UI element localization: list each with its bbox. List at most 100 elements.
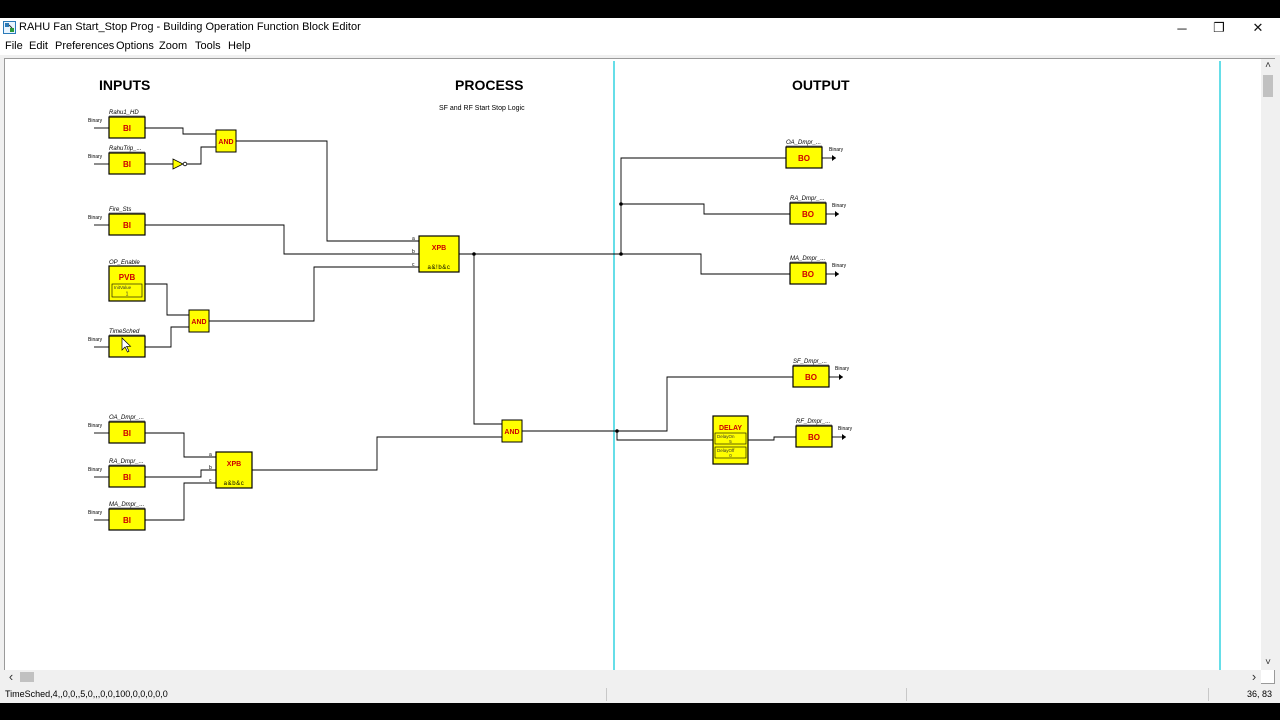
svg-text:Binary: Binary [835,366,850,372]
maximize-button[interactable]: ❐ [1213,20,1225,35]
status-pane-divider [606,688,907,701]
menu-edit[interactable]: Edit [29,40,48,52]
menu-bar: File Edit Preferences Options Zoom Tools… [0,38,1280,55]
process-heading: PROCESS [455,77,523,93]
svg-text:Binary: Binary [832,203,847,209]
bo-ra-dmpr-block[interactable]: RA_Dmpr_... BO Binary [789,196,847,225]
mouse-cursor-icon [121,337,132,353]
and-gate-1[interactable]: AND [215,129,237,153]
scroll-right-arrow-icon[interactable]: › [1251,669,1257,684]
svg-text:BO: BO [802,210,814,219]
bo-rf-dmpr-block[interactable]: RF_Dmpr_... BO Binary [795,419,853,448]
menu-help[interactable]: Help [228,40,251,52]
svg-text:Binary: Binary [829,147,844,153]
wire-junctions [472,202,623,433]
svg-text:b: b [412,249,415,255]
svg-text:RF_Dmpr_...: RF_Dmpr_... [796,419,830,425]
svg-text:MA_Dmpr_...: MA_Dmpr_... [790,256,825,262]
delay-block[interactable]: DELAY DelayOn 5 DelayOff 0 [712,415,749,465]
svg-text:SF_Dmpr_...: SF_Dmpr_... [793,359,827,365]
svg-text:Binary: Binary [88,337,103,343]
svg-text:1: 1 [126,292,129,298]
menu-tools[interactable]: Tools [195,40,221,52]
xpb-block-2[interactable]: XPB a&b&c a b c [209,451,253,489]
svg-text:a&b&c: a&b&c [224,481,245,487]
svg-text:0: 0 [729,453,732,458]
scroll-left-arrow-icon[interactable]: ‹ [8,669,14,684]
menu-zoom[interactable]: Zoom [159,40,188,52]
menu-file[interactable]: File [5,40,23,52]
vertical-scrollbar[interactable]: ˄ ˅ [1261,59,1275,670]
svg-text:RA_Dmpr_...: RA_Dmpr_... [109,459,144,465]
svg-text:AND: AND [504,429,519,436]
svg-text:DELAY: DELAY [719,425,742,432]
svg-text:Binary: Binary [88,215,103,221]
svg-text:DelayOff: DelayOff [717,448,735,453]
svg-text:Binary: Binary [832,263,847,269]
svg-text:BO: BO [798,154,810,163]
svg-text:a&!b&c: a&!b&c [428,265,451,271]
svg-text:BI: BI [123,429,131,438]
bi-rahu1-hd-block[interactable]: Rahu1_HD Binary BI [88,110,146,139]
svg-text:Rahu1_HD: Rahu1_HD [109,110,139,116]
horizontal-scrollbar[interactable]: ‹ › [4,670,1261,684]
status-pane-divider [1208,688,1279,701]
scroll-down-arrow-icon[interactable]: ˅ [1265,657,1271,668]
svg-text:TimeSched: TimeSched [109,329,140,335]
diagram-svg[interactable]: INPUTS PROCESS OUTPUT SF and RF Start St… [5,59,1275,684]
bi-ma-dmpr-block[interactable]: MA_Dmpr_... Binary BI [88,502,146,531]
svg-text:c: c [209,478,212,484]
app-window: RAHU Fan Start_Stop Prog - Building Oper… [0,18,1280,703]
svg-text:c: c [412,262,415,268]
not-gate[interactable] [172,158,188,170]
svg-text:DelayOn: DelayOn [717,434,735,439]
svg-text:BO: BO [805,373,817,382]
bi-ra-dmpr-block[interactable]: RA_Dmpr_... Binary BI [88,459,146,488]
svg-text:PVB: PVB [119,273,136,282]
bi-rahutrip-block[interactable]: RahuTrip_... Binary BI [88,146,146,175]
function-block-editor-icon [3,21,16,34]
svg-text:BI: BI [123,473,131,482]
xpb-block-1[interactable]: XPB a&!b&c a b c [412,235,460,273]
status-text: TimeSched,4,,0,0,,5,0,,,0,0,100,0,0,0,0,… [5,689,168,699]
svg-text:Binary: Binary [838,426,853,432]
menu-options[interactable]: Options [116,40,154,52]
svg-text:Binary: Binary [88,423,103,429]
svg-text:5: 5 [729,439,732,444]
wires [94,127,846,521]
svg-text:BI: BI [123,124,131,133]
bo-sf-dmpr-block[interactable]: SF_Dmpr_... BO Binary [792,359,850,388]
svg-text:a: a [412,236,415,242]
svg-text:Binary: Binary [88,154,103,160]
horizontal-scroll-thumb[interactable] [20,672,34,682]
bo-ma-dmpr-block[interactable]: MA_Dmpr_... BO Binary [789,256,847,285]
bi-oa-dmpr-block[interactable]: OA_Dmpr_... Binary BI [88,415,146,444]
svg-text:Binary: Binary [88,510,103,516]
bo-oa-dmpr-block[interactable]: OA_Dmpr_... BO Binary [785,140,844,169]
scroll-up-arrow-icon[interactable]: ˄ [1265,60,1271,71]
svg-text:BO: BO [808,433,820,442]
diagram-canvas[interactable]: INPUTS PROCESS OUTPUT SF and RF Start St… [4,58,1275,684]
vertical-scroll-thumb[interactable] [1263,75,1273,97]
bi-timesched-block[interactable]: TimeSched Binary [88,329,146,358]
svg-text:XPB: XPB [432,245,446,252]
menu-preferences[interactable]: Preferences [55,40,115,52]
title-bar[interactable]: RAHU Fan Start_Stop Prog - Building Oper… [0,18,1280,38]
svg-text:RahuTrip_...: RahuTrip_... [109,146,142,152]
close-button[interactable]: ✕ [1252,20,1264,35]
bi-fire-sts-block[interactable]: Fire_Sts Binary BI [88,207,146,236]
pvb-op-enable-block[interactable]: OP_Enable PVB InitValue 1 [108,260,146,302]
process-comment: SF and RF Start Stop Logic [439,105,525,112]
svg-text:Binary: Binary [88,118,103,124]
output-heading: OUTPUT [792,77,850,93]
svg-text:OA_Dmpr_...: OA_Dmpr_... [109,415,144,421]
and-gate-3[interactable]: AND [501,419,523,443]
minimize-button[interactable]: ─ [1177,20,1187,36]
svg-text:AND: AND [191,319,206,326]
and-gate-2[interactable]: AND [188,309,210,333]
svg-text:b: b [209,465,212,471]
status-bar: TimeSched,4,,0,0,,5,0,,,0,0,100,0,0,0,0,… [0,687,1280,703]
svg-text:InitValue: InitValue [114,285,132,290]
screen-bottom-bar [0,703,1280,720]
window-title: RAHU Fan Start_Stop Prog - Building Oper… [19,21,361,33]
